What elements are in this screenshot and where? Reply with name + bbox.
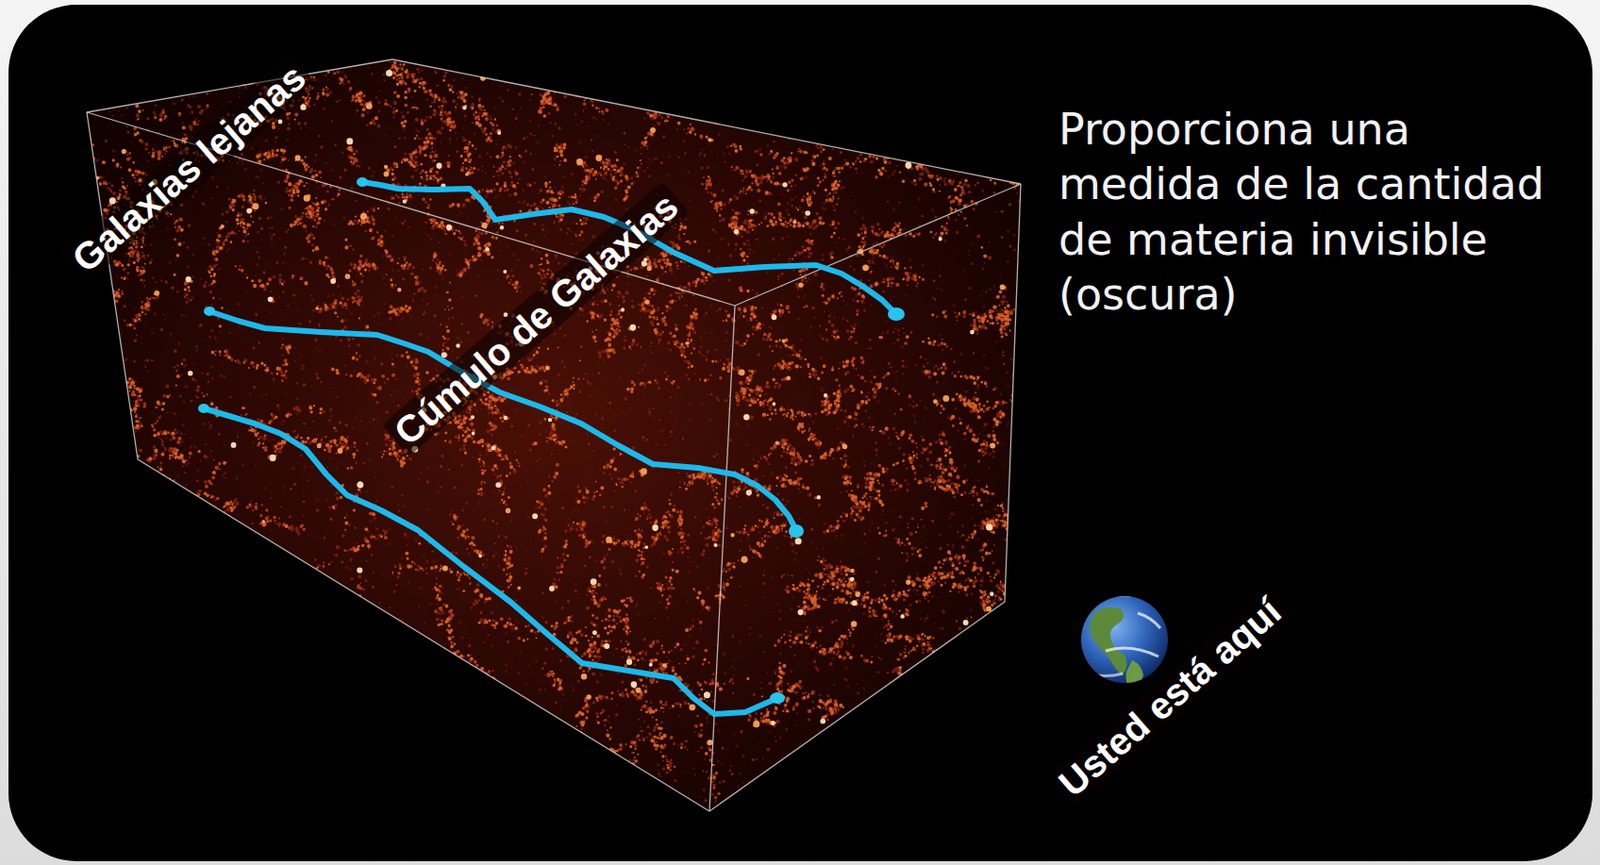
note-text: Proporciona una medida de la cantidad de… <box>1058 101 1584 323</box>
galaxy-speckles <box>58 11 1079 854</box>
earth-icon <box>1081 594 1168 693</box>
location-label: Usted está aquí <box>1046 585 1293 808</box>
black-panel <box>8 4 1593 862</box>
galaxy-speckles <box>60 15 1079 855</box>
light-path-ends <box>198 177 905 704</box>
cosmic-web <box>58 11 1090 856</box>
region-label: Cúmulo de Galaxias <box>382 181 690 457</box>
galaxy-speckles <box>86 60 1021 799</box>
galaxy-speckles <box>60 16 1089 852</box>
light-paths <box>203 182 897 715</box>
box-wireframe <box>86 59 1021 812</box>
galaxy-speckles <box>89 69 1004 783</box>
region-label: Galaxias lejanas <box>60 51 318 284</box>
